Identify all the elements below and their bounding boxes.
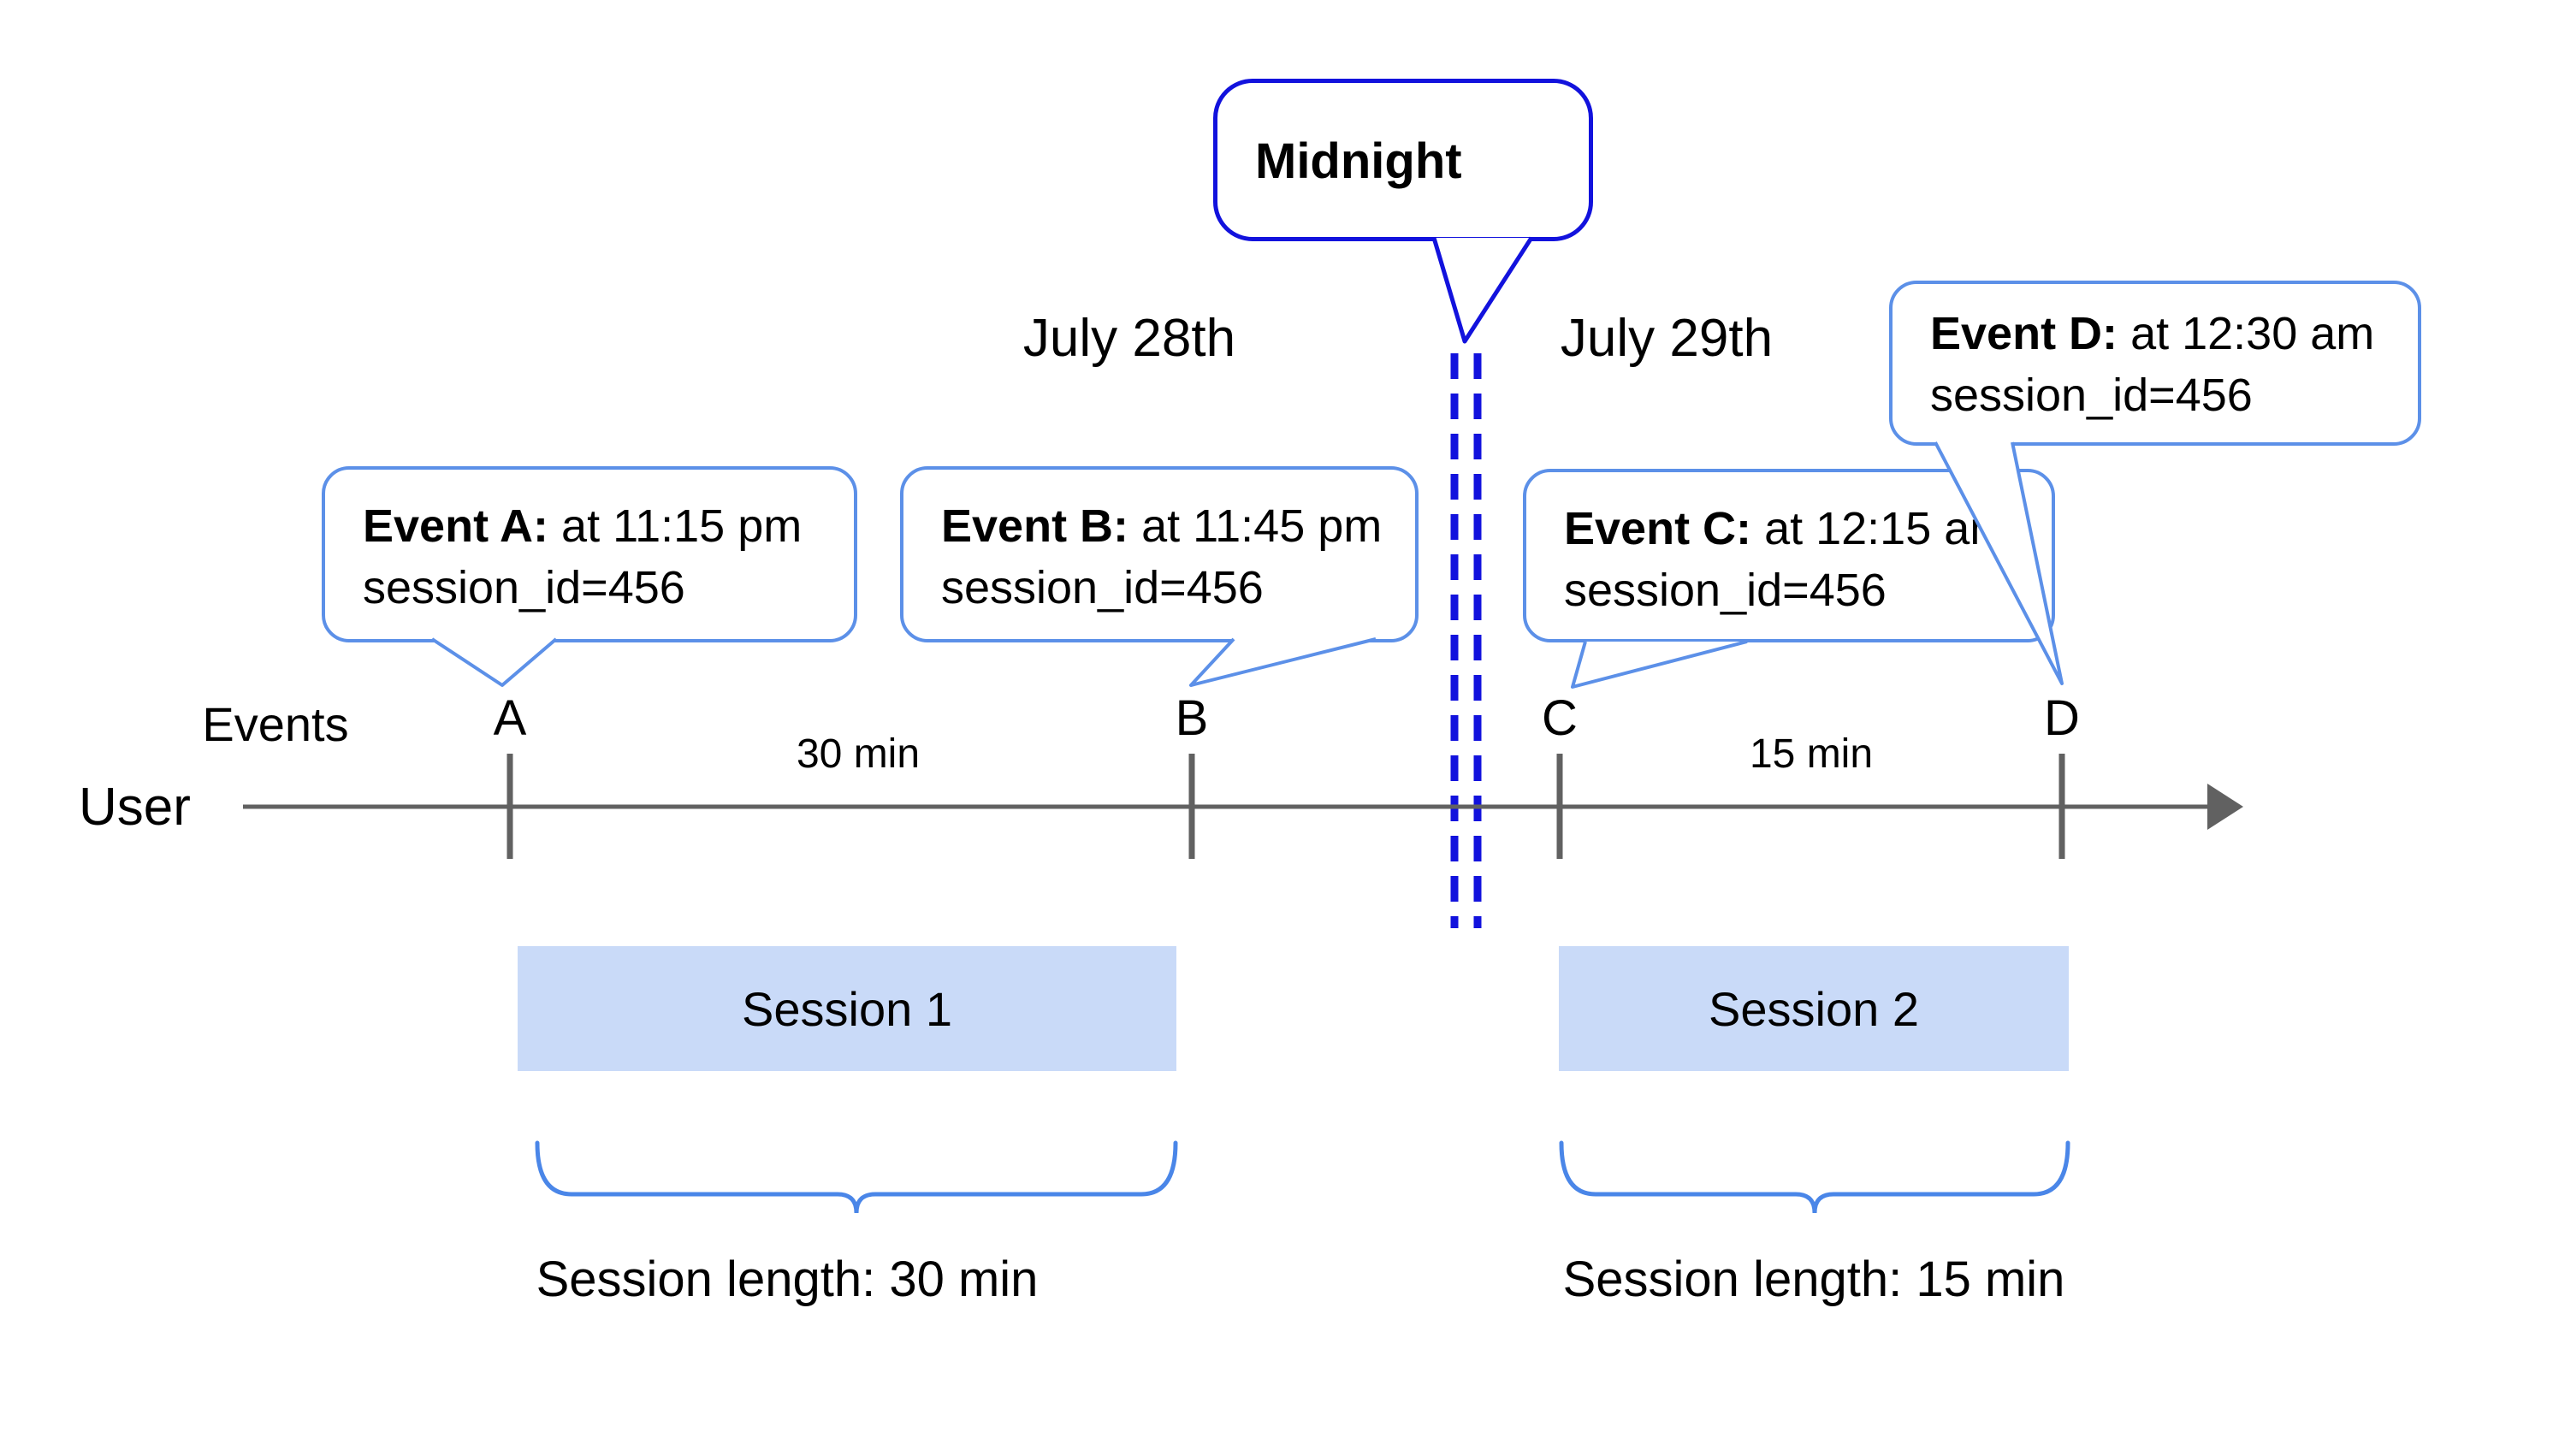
date-label-july-29: July 29th [1560, 309, 1774, 368]
event-b-callout: Event B: at 11:45 pm session_id=456 [900, 466, 1419, 642]
event-b-tail [1189, 637, 1377, 687]
event-b-time: at 11:45 pm [1141, 500, 1383, 552]
event-c-session-id: session_id=456 [1564, 565, 1887, 616]
event-a-callout: Event A: at 11:15 pm session_id=456 [322, 466, 857, 642]
event-c-callout-text: Event C: at 12:15 am session_id=456 [1564, 498, 2008, 621]
midnight-label: Midnight [1255, 133, 1462, 189]
timeline-arrowhead-icon [2207, 784, 2243, 830]
session-2-box: Session 2 [1559, 946, 2069, 1071]
session-2-label: Session 2 [1709, 981, 1919, 1036]
event-a-time: at 11:15 pm [561, 500, 803, 552]
event-d-line1: Event D: at 12:30 am [1930, 303, 2374, 364]
midnight-callout: Midnight [1213, 79, 1593, 241]
event-b-title: Event B: [941, 500, 1129, 552]
interval-label-30min: 30 min [796, 731, 921, 777]
date-label-july-28: July 28th [1022, 309, 1236, 368]
tick-label-c: C [1542, 690, 1578, 746]
session-2-brace [1559, 1140, 2070, 1214]
session-1-length-label: Session length: 30 min [536, 1252, 1039, 1307]
midnight-tail [1431, 236, 1534, 344]
event-b-callout-text: Event B: at 11:45 pm session_id=456 [941, 495, 1382, 619]
event-d-time: at 12:30 am [2130, 308, 2375, 359]
event-d-session-id: session_id=456 [1930, 370, 2253, 421]
event-b-line1: Event B: at 11:45 pm [941, 495, 1382, 557]
tick-label-b: B [1175, 690, 1209, 746]
event-a-session-id: session_id=456 [363, 562, 685, 613]
event-c-tail [1571, 640, 1748, 689]
tick-label-d: D [2044, 690, 2080, 746]
event-c-line1: Event C: at 12:15 am [1564, 498, 2008, 559]
event-a-line1: Event A: at 11:15 pm [363, 495, 802, 557]
session-1-label: Session 1 [742, 981, 952, 1036]
events-axis-label: Events [202, 697, 349, 751]
event-a-title: Event A: [363, 500, 549, 552]
user-axis-label: User [79, 778, 191, 837]
session-1-brace [535, 1140, 1178, 1214]
event-b-session-id: session_id=456 [941, 562, 1264, 613]
tick-label-a: A [493, 690, 527, 746]
event-c-title: Event C: [1564, 503, 1752, 554]
event-c-callout: Event C: at 12:15 am session_id=456 [1523, 469, 2055, 642]
event-d-callout-text: Event D: at 12:30 am session_id=456 [1930, 303, 2374, 426]
interval-label-15min: 15 min [1749, 731, 1874, 777]
event-a-tail [430, 637, 558, 687]
event-d-title: Event D: [1930, 308, 2118, 359]
event-d-callout: Event D: at 12:30 am session_id=456 [1889, 281, 2421, 446]
session-1-box: Session 1 [518, 946, 1176, 1071]
session-2-length-label: Session length: 15 min [1562, 1252, 2065, 1307]
event-a-callout-text: Event A: at 11:15 pm session_id=456 [363, 495, 802, 619]
event-c-time: at 12:15 am [1764, 503, 2009, 554]
